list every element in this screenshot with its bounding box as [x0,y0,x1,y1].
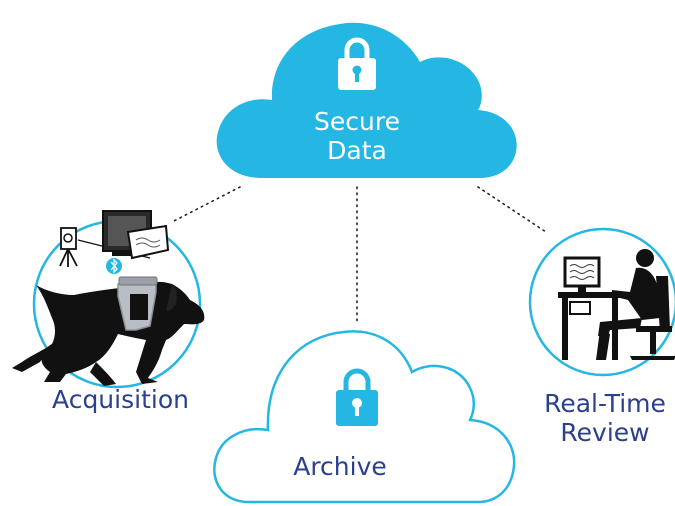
connectors [171,186,547,323]
monitor-icon [563,256,601,292]
connector-to-acquisition [171,186,241,223]
real-time-review-label: Real-Time Review [535,389,675,448]
office-chair [630,276,675,360]
connector-to-review [477,186,547,233]
secure-data-cloud [216,22,517,179]
harness [117,276,158,331]
lock-icon [338,37,376,90]
review-label-line2: Review [560,417,650,447]
lock-icon [336,368,378,426]
archive-label: Archive [293,452,387,481]
laptop-icon [126,224,170,260]
review-label-line1: Real-Time [544,389,666,418]
secure-data-label: Secure Data [287,107,427,166]
person-silhouette [596,249,660,360]
acquisition-label: Acquisition [52,385,189,414]
secure-label-line1: Secure [314,107,400,136]
dog-silhouette [12,281,205,386]
secure-label-line2: Data [327,135,387,165]
bluetooth-icon [106,258,122,274]
